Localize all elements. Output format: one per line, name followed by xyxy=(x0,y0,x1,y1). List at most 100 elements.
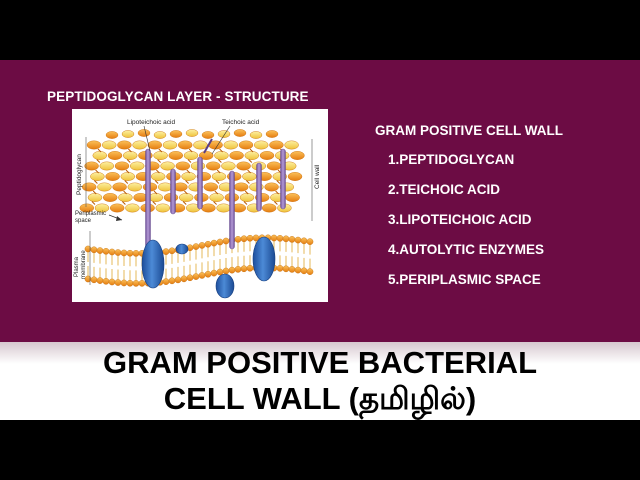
peptide-crosslink xyxy=(185,180,189,184)
lipid-head xyxy=(132,280,140,287)
peptide-crosslink xyxy=(218,159,222,163)
glycan-bead xyxy=(102,140,117,150)
list-item: 3.LIPOTEICHOIC ACID xyxy=(388,212,532,227)
glycan-bead xyxy=(114,161,130,171)
glycan-bead xyxy=(217,130,231,138)
membrane-protein xyxy=(175,243,189,255)
glycan-bead xyxy=(266,161,282,171)
lipid-head xyxy=(216,268,224,276)
glycan-bead xyxy=(92,151,107,160)
membrane-protein xyxy=(215,273,235,299)
glycan-bead xyxy=(94,203,110,213)
glycan-bead xyxy=(105,172,120,181)
lipid-head xyxy=(168,277,176,285)
glycan-bead xyxy=(175,161,191,171)
teichoic-rod xyxy=(145,148,151,250)
lipid-head xyxy=(210,269,218,277)
glycan-bead xyxy=(169,130,183,138)
lipid-head xyxy=(240,235,248,243)
lipid-head xyxy=(120,279,128,287)
lipid-head xyxy=(222,267,230,275)
lipid-head xyxy=(204,270,212,278)
label-plasma-1: Plasma xyxy=(74,256,80,277)
glycan-bead xyxy=(79,203,95,213)
peptide-crosslink xyxy=(243,201,248,205)
peptide-crosslink xyxy=(157,159,161,163)
glycan-bead xyxy=(238,140,254,150)
membrane-protein xyxy=(252,236,276,282)
lipid-head xyxy=(138,280,146,287)
peptide-crosslink xyxy=(275,190,279,195)
glycan-bead xyxy=(193,140,208,150)
glycan-bead xyxy=(236,161,251,171)
glycan-bead xyxy=(155,203,171,213)
pointer-teichoic xyxy=(211,125,231,155)
lipid-head xyxy=(96,247,104,254)
lipid-head xyxy=(126,279,134,287)
glycan-bead xyxy=(103,193,118,202)
peptide-crosslink xyxy=(215,180,220,184)
teichoic-rod-tip xyxy=(203,138,213,154)
teichoic-rod xyxy=(229,170,235,250)
banner-title-line-2: CELL WALL (தமிழில்) xyxy=(0,381,640,421)
glycan-bead xyxy=(107,151,123,160)
membrane-proteins xyxy=(141,236,276,299)
lipid-head xyxy=(102,278,110,285)
lipid-head xyxy=(162,248,170,255)
lipid-head xyxy=(96,277,104,284)
glycan-bead xyxy=(221,161,236,171)
glycan-bead xyxy=(244,151,260,160)
label-periplasmic-1: Periplasmic xyxy=(75,211,106,217)
lipid-head xyxy=(120,249,128,257)
peptide-crosslink xyxy=(94,180,98,184)
label-plasma-2: membrane xyxy=(81,250,87,279)
peptide-crosslink xyxy=(274,201,278,205)
lipid-head xyxy=(192,273,200,280)
glycan-bead xyxy=(148,193,164,202)
lipid-head xyxy=(132,250,140,257)
lipid-head xyxy=(198,272,206,279)
glycan-bead xyxy=(205,161,221,171)
lipid-head xyxy=(108,248,116,256)
glycan-bead xyxy=(287,172,303,181)
lipid-head xyxy=(168,247,176,255)
glycan-bead xyxy=(259,151,275,160)
glycan-bead xyxy=(97,182,112,192)
lipid-head xyxy=(180,275,188,283)
peptide-crosslink xyxy=(188,148,193,153)
peptide-crosslink xyxy=(249,148,254,153)
peptide-crosslink xyxy=(246,180,250,184)
glycan-bead xyxy=(249,131,263,139)
list-heading: GRAM POSITIVE CELL WALL xyxy=(375,123,564,138)
glycan-bead xyxy=(203,182,219,192)
peptide-crosslink xyxy=(158,148,163,153)
lipid-head xyxy=(288,236,296,243)
lipid-head xyxy=(288,266,296,273)
lipid-head xyxy=(216,238,224,246)
peptide-crosslink xyxy=(125,169,130,174)
lipid-head xyxy=(270,234,278,242)
lipid-head xyxy=(282,265,290,273)
glycan-bead xyxy=(209,193,224,202)
peptide-crosslink xyxy=(187,159,192,163)
glycan-bead xyxy=(198,151,214,160)
glycan-bead xyxy=(201,131,215,139)
glycan-bead xyxy=(229,151,244,160)
membrane-protein xyxy=(141,239,165,289)
peptide-crosslink xyxy=(276,180,281,184)
lipid-head xyxy=(210,239,218,247)
glycan-bead xyxy=(87,193,103,202)
glycan-bead xyxy=(264,182,279,192)
glycan-bead xyxy=(86,140,102,150)
glycan-bead xyxy=(160,161,175,171)
peptide-crosslink xyxy=(152,201,157,205)
lipid-head xyxy=(306,268,314,275)
glycan-bead xyxy=(125,203,140,213)
glycan-bead xyxy=(233,129,247,137)
glycan-bead xyxy=(284,140,299,150)
glycan-bead xyxy=(150,172,166,181)
lipid-head xyxy=(222,237,230,245)
peptide-crosslink xyxy=(214,190,219,195)
lipid-head xyxy=(228,266,236,274)
peptide-crosslink xyxy=(244,190,249,195)
